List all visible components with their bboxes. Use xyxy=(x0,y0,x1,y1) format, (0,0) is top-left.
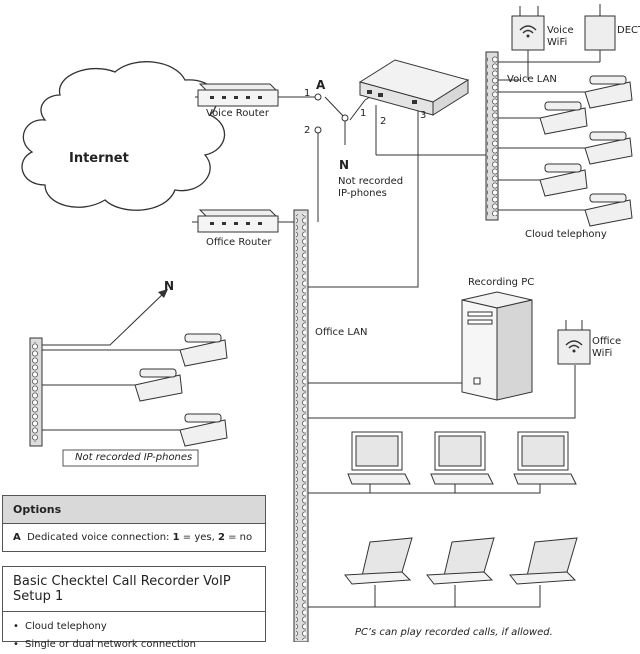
laptop-3 xyxy=(509,537,578,585)
laptop-2 xyxy=(426,537,495,585)
n-left-label: N xyxy=(164,279,175,293)
office-wifi-ap xyxy=(557,320,591,365)
not-recorded-top-label: Not recorded IP-phones xyxy=(338,176,404,199)
pcs-caption: PC’s can play recorded calls, if allowed… xyxy=(355,627,553,638)
options-v1: 1 xyxy=(172,532,180,543)
setup-box: Basic Checktel Call Recorder VoIP Setup … xyxy=(2,566,266,650)
ip-phones-left xyxy=(134,333,228,447)
cloud-telephony-label: Cloud telephony xyxy=(525,229,607,240)
desktop-pcs xyxy=(347,431,577,485)
options-header: Options xyxy=(3,496,265,524)
internet-cloud xyxy=(21,61,226,211)
switch-a-label: A xyxy=(316,78,326,92)
recording-pc-tower xyxy=(461,291,533,401)
setup-item: Single or dual network connection xyxy=(3,636,265,654)
arrow-n-left xyxy=(158,289,168,298)
voice-router xyxy=(197,83,280,107)
box-port-3-label: 3 xyxy=(420,110,427,121)
recorder-box xyxy=(358,59,470,116)
phone-left-1 xyxy=(179,333,228,367)
office-router xyxy=(197,209,280,233)
desktop-pc-3 xyxy=(513,431,577,485)
options-box: Options A Dedicated voice connection: 1 … xyxy=(2,495,266,552)
port-1-label: 1 xyxy=(304,88,311,99)
options-row: A Dedicated voice connection: 1 = yes, 2… xyxy=(3,524,265,551)
dect-label: DECT xyxy=(617,25,640,36)
options-key: A xyxy=(13,532,21,543)
connection-lines xyxy=(42,50,601,608)
office-lan-switch xyxy=(293,209,309,642)
laptop-1 xyxy=(344,537,413,585)
desktop-pc-1 xyxy=(347,431,411,485)
phone-4 xyxy=(539,163,588,197)
voice-wifi-label: Voice WiFi xyxy=(547,25,574,48)
not-recorded-left-box xyxy=(62,449,199,467)
options-text-pre: Dedicated voice connection: xyxy=(27,532,173,543)
port-2-label: 2 xyxy=(304,125,311,136)
phone-1 xyxy=(584,75,633,109)
desktop-pc-2 xyxy=(430,431,494,485)
office-lan-label: Office LAN xyxy=(315,327,368,338)
options-mid: = yes, xyxy=(179,532,218,543)
options-v2: 2 xyxy=(217,532,225,543)
setup-item: Cloud telephony xyxy=(3,618,265,636)
phone-2 xyxy=(539,101,588,135)
internet-label: Internet xyxy=(69,151,129,166)
options-post: = no xyxy=(224,532,253,543)
phone-3 xyxy=(584,131,633,165)
phone-left-2 xyxy=(134,368,183,402)
recording-pc-label: Recording PC xyxy=(468,277,535,288)
box-port-1-label: 1 xyxy=(360,108,367,119)
box-port-2-label: 2 xyxy=(380,116,387,127)
ip-phones-voice xyxy=(539,75,633,227)
n-top-label: N xyxy=(339,158,350,172)
laptops xyxy=(344,537,578,585)
phone-5 xyxy=(584,193,633,227)
phone-left-3 xyxy=(179,413,228,447)
not-recorded-left-label: Not recorded IP-phones xyxy=(75,452,193,463)
office-router-label: Office Router xyxy=(206,237,272,248)
voice-lan-label: Voice LAN xyxy=(507,74,557,85)
voice-router-label: Voice Router xyxy=(206,108,269,119)
left-switch xyxy=(29,337,43,447)
office-wifi-label: Office WiFi xyxy=(592,336,622,359)
setup-title: Basic Checktel Call Recorder VoIP Setup … xyxy=(3,567,265,612)
voice-lan-switch xyxy=(485,51,499,221)
voice-wifi-ap xyxy=(511,6,545,51)
dect-base xyxy=(584,4,616,51)
